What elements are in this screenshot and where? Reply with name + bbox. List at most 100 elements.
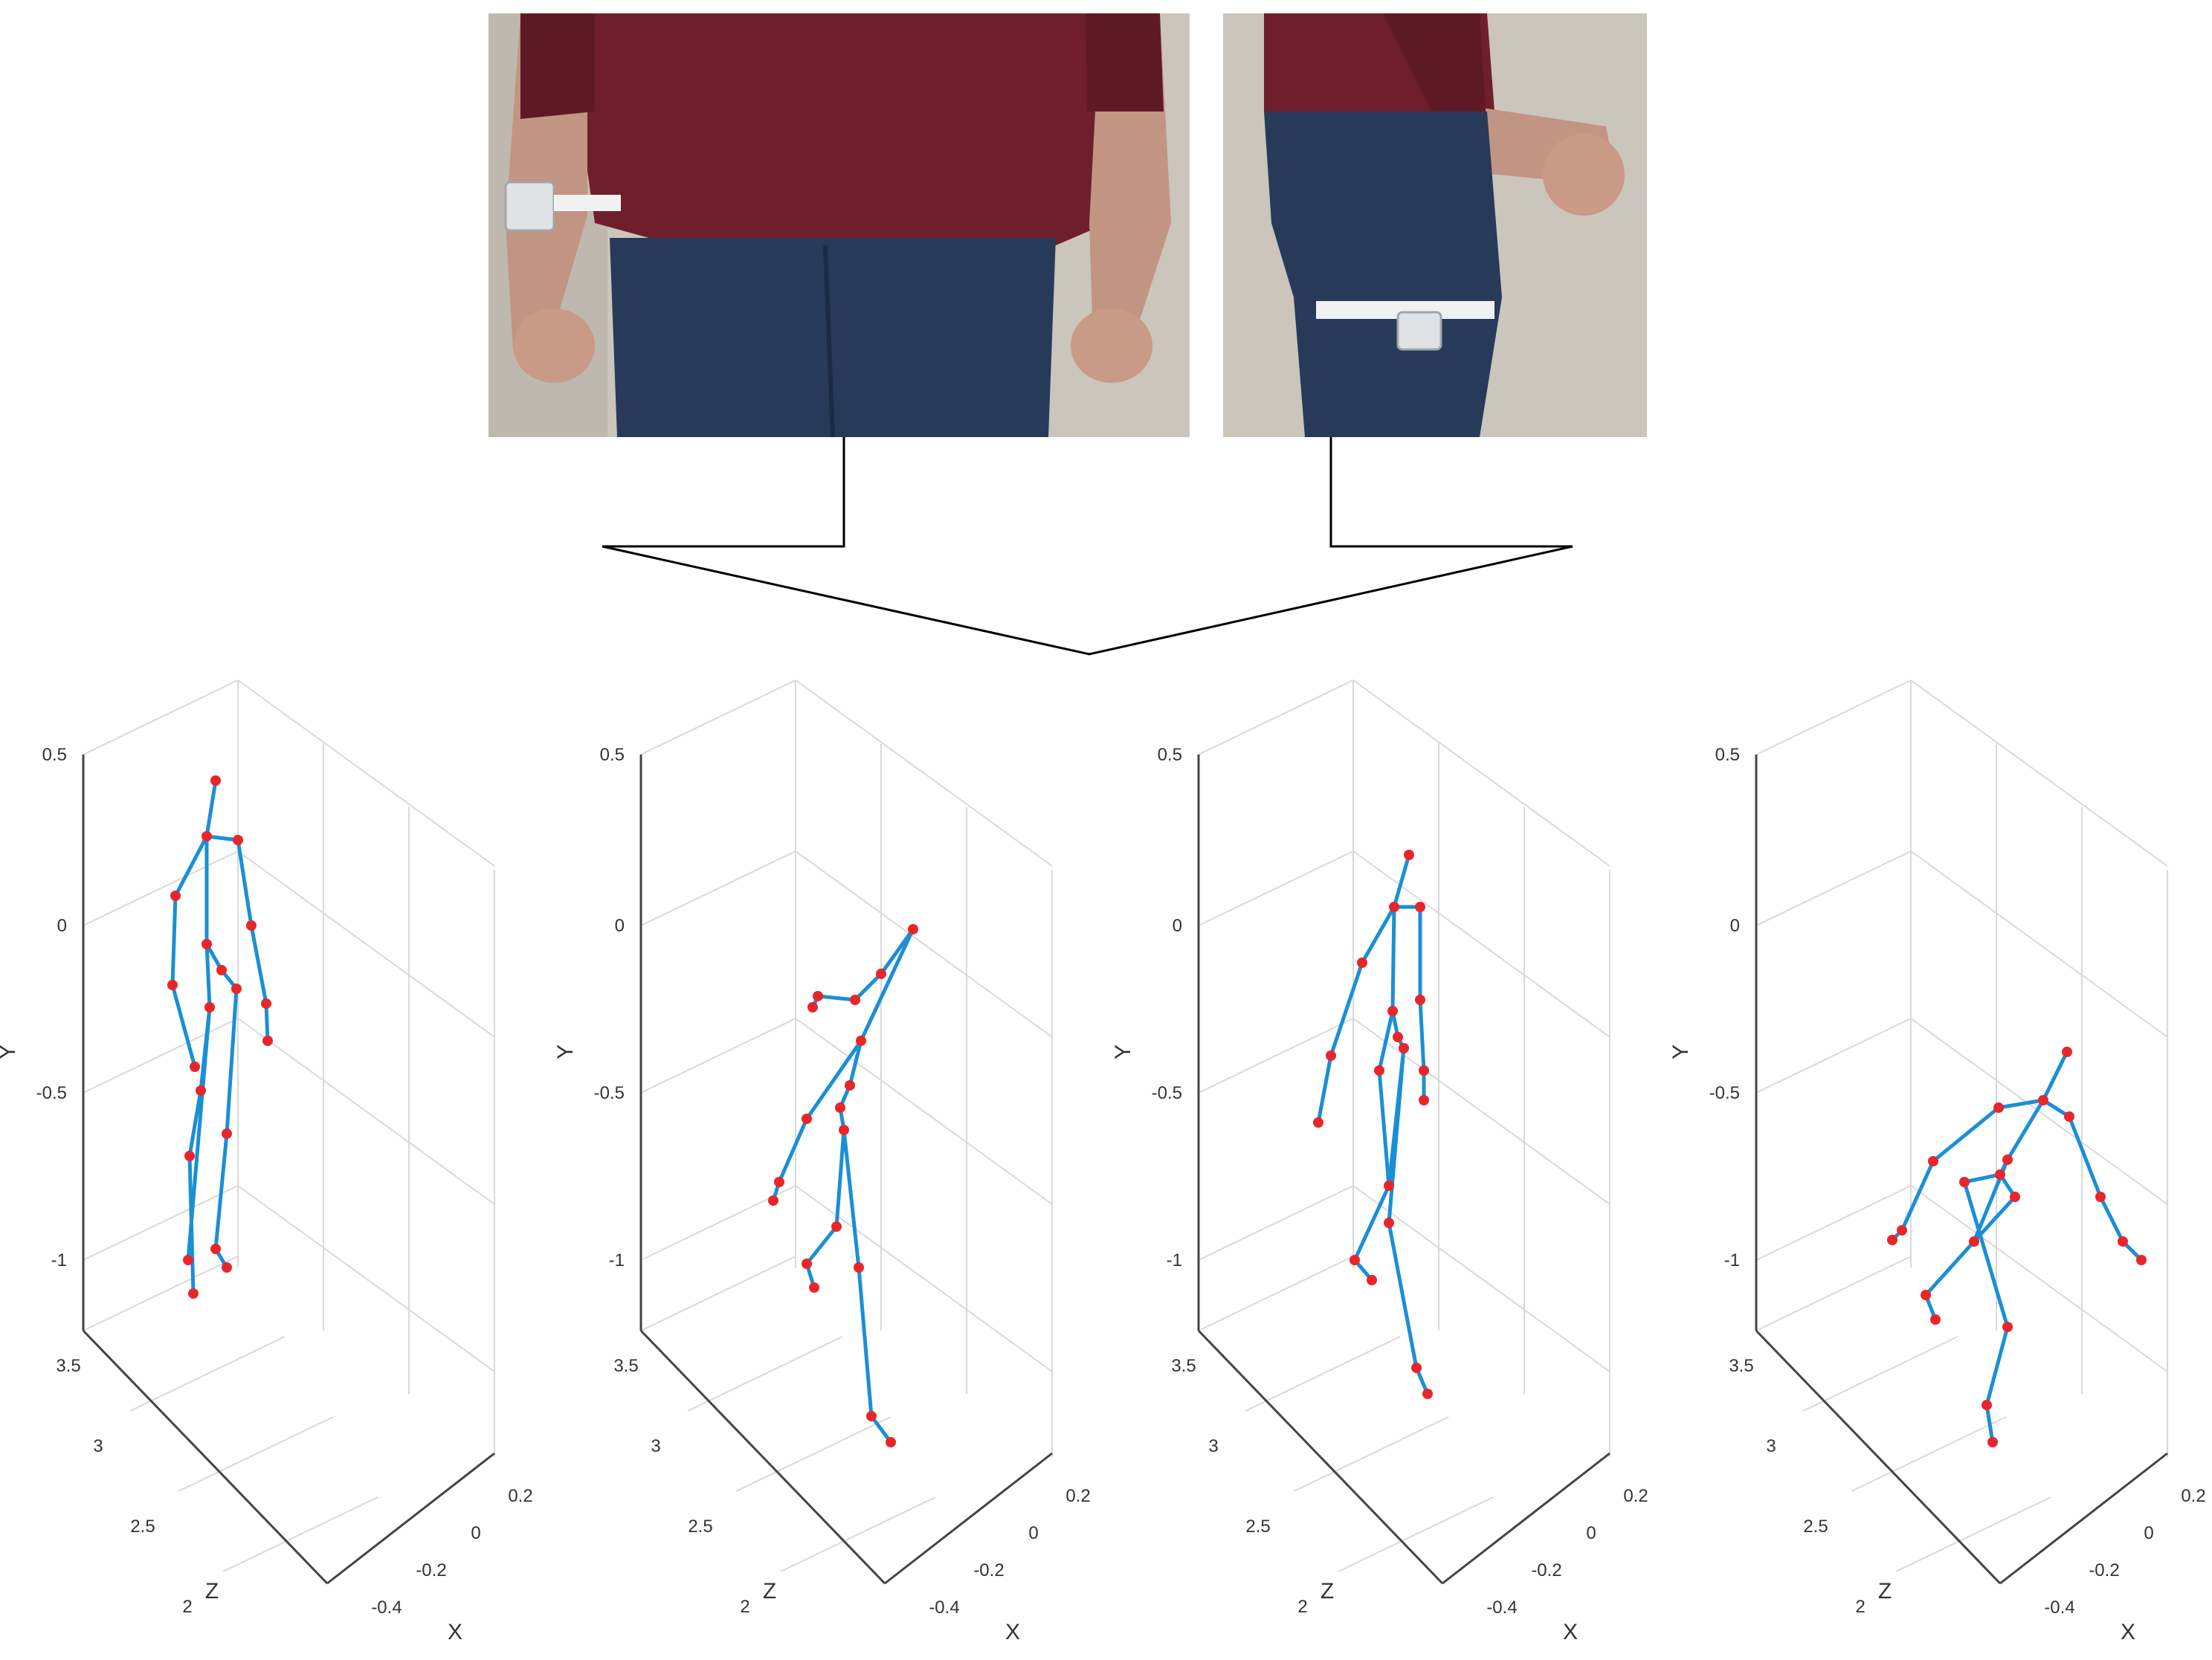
skeleton-bone [236, 838, 254, 928]
skeleton-joints [768, 924, 918, 1447]
plot-grid [83, 679, 495, 1572]
skeleton-joint [886, 1437, 896, 1447]
z-tick-label: 3.5 [613, 1356, 638, 1376]
skeleton-joint [246, 920, 257, 931]
plot-grid [1198, 679, 1610, 1572]
skeleton-joint [768, 1195, 778, 1206]
skeleton-joint [1930, 1314, 1941, 1325]
skeleton-joint [1982, 1400, 1992, 1410]
z-axis-label: Z [763, 1579, 776, 1604]
skeleton-joint [1350, 1255, 1360, 1265]
skeleton-bone [204, 834, 240, 842]
skeleton-joint [1422, 1389, 1433, 1399]
skeleton-bone [1984, 1403, 1995, 1444]
skeleton-joint [1987, 1437, 1998, 1447]
skeleton-bone [1972, 1195, 2017, 1244]
skeleton-joint [1995, 1169, 2005, 1180]
skeleton-joint [1404, 850, 1414, 860]
plot-axes [82, 755, 495, 1585]
skeleton-joint [222, 1262, 232, 1273]
wrist-sensor-photo [488, 13, 1190, 438]
x-tick-label: 0.2 [508, 1486, 532, 1506]
skeleton-joint [222, 1128, 232, 1139]
x-axis-label: X [2121, 1620, 2135, 1644]
skeleton-joint [1969, 1236, 1979, 1247]
skeleton-bone [1352, 1183, 1391, 1262]
skeleton-bone [1931, 1105, 2001, 1163]
skeleton-bone [816, 994, 857, 1002]
y-axis-label: Y [1111, 1044, 1135, 1059]
skeleton-bone [187, 1088, 203, 1158]
skeleton-joint [2002, 1322, 2013, 1332]
skeleton-joint [1357, 957, 1367, 968]
x-tick-label: -0.4 [929, 1598, 959, 1618]
skeleton-joint [1374, 1065, 1384, 1076]
skeleton-joints [167, 775, 273, 1299]
z-axis-label: Z [1878, 1579, 1892, 1604]
skeleton-joint [201, 939, 212, 949]
skeleton-bone [1377, 1009, 1395, 1073]
y-tick-label: -1 [609, 1250, 625, 1270]
skeleton-bone [1996, 1098, 2045, 1110]
thigh-sensor-icon [1396, 311, 1442, 351]
skeleton-bone [777, 1117, 809, 1184]
skeleton-joint [216, 965, 227, 975]
z-tick-label: 2 [182, 1597, 192, 1617]
z-tick-label: 3 [93, 1436, 103, 1456]
wrist-sensor-icon [504, 181, 555, 232]
z-tick-label: 2 [1855, 1597, 1865, 1617]
skeleton-bone [804, 1224, 839, 1266]
z-tick-label: 2.5 [1803, 1517, 1828, 1537]
skeleton-bone [869, 1414, 893, 1444]
skeleton-joint [1399, 1043, 1409, 1053]
y-tick-label: 0.5 [1715, 745, 1740, 765]
skeleton-joint [184, 1151, 195, 1161]
x-tick-label: -0.2 [416, 1560, 446, 1580]
skeleton-joint [802, 1259, 812, 1269]
skeleton-joint [2010, 1192, 2020, 1202]
skeleton-bone [859, 927, 915, 1043]
skeleton-bone [1316, 1053, 1333, 1125]
skeleton-joint [845, 1080, 855, 1091]
skeleton-bone [1387, 1221, 1419, 1370]
skeleton-bone [1392, 853, 1411, 909]
skeleton-bone [213, 1131, 229, 1251]
skeleton-joint [196, 1085, 206, 1096]
x-tick-label: 0 [471, 1523, 480, 1543]
skeleton-bone [1900, 1159, 1935, 1233]
z-axis-label: Z [205, 1579, 219, 1604]
skeleton-joint [774, 1177, 784, 1187]
skeleton-joint [170, 891, 181, 901]
z-tick-label: 3.5 [1171, 1356, 1196, 1376]
skeleton-joint [231, 984, 242, 994]
x-tick-label: -0.4 [1486, 1598, 1517, 1618]
y-tick-label: -1 [1167, 1250, 1182, 1270]
skeleton-joint [1389, 902, 1399, 912]
skeleton-joint [866, 1411, 877, 1421]
skeleton-joint [1367, 1275, 1377, 1285]
skeleton-bone [1360, 905, 1396, 965]
skeleton-joint [2136, 1255, 2147, 1265]
skeleton-joint [204, 1002, 215, 1013]
skeleton-joint [2038, 1095, 2048, 1105]
skeleton-joint [2064, 1111, 2074, 1122]
skeleton-bone [170, 983, 197, 1069]
skeleton-joint [850, 995, 860, 1005]
y-tick-label: -0.5 [36, 1083, 67, 1103]
z-tick-label: 3 [1208, 1436, 1218, 1456]
y-tick-label: -0.5 [1709, 1083, 1740, 1103]
skeleton-joint [1387, 1006, 1398, 1016]
z-tick-label: 3 [651, 1436, 660, 1456]
thigh-sensor-photo [1223, 13, 1647, 437]
skeleton-joint [809, 1282, 819, 1293]
plot-axes [1755, 755, 2168, 1585]
skeleton-joint [167, 980, 178, 990]
z-tick-label: 3.5 [56, 1356, 80, 1376]
skeleton-bone [264, 1001, 270, 1043]
y-tick-label: 0.5 [1158, 745, 1182, 765]
skeleton-bone [1962, 1180, 2010, 1329]
